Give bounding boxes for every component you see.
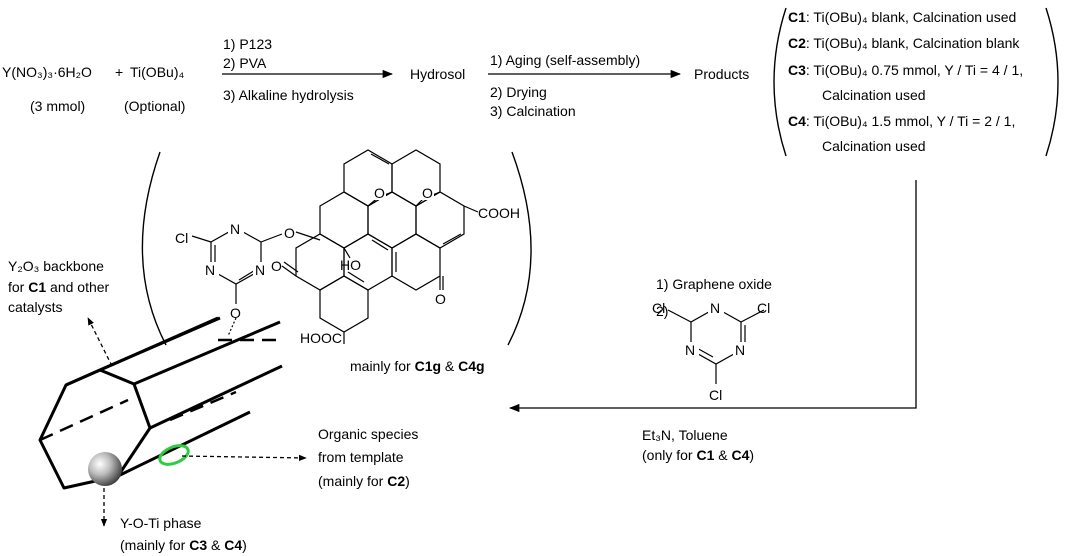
step2-condition-1: 1) Aging (self-assembly) [490,52,641,68]
svg-text:N: N [230,221,240,237]
step1-reagent-1: 1) P123 [223,36,273,52]
hexagonal-channel [38,316,283,490]
svg-text:Cl: Cl [652,300,665,316]
y-o-ti-sphere [88,452,122,486]
annotation-backbone-line2: for C1 and other [8,279,110,295]
annotation-organic-line3: (mainly for C2) [318,473,410,489]
reactant-yttrium-nitrate: Y(NO₃)₃·6H₂O [2,64,92,80]
products-label: Products [694,66,750,82]
svg-text:N: N [735,342,745,358]
titanium-optional-note: (Optional) [124,98,186,114]
svg-text:O: O [271,258,282,274]
svg-text:N: N [685,342,695,358]
svg-text:N: N [205,262,215,278]
step2-condition-2: 2) Drying [490,84,547,100]
triazine-linker-labels: N N N Cl O O [175,221,295,321]
annotation-backbone-line3: catalysts [8,299,63,315]
plus-sign: + [115,64,124,80]
svg-text:O: O [435,291,446,307]
product-c3-continued: Calcination used [822,87,926,103]
reactant-titanium-butoxide: Ti(OBu)₄ [130,64,185,80]
molecule-usage-note: mainly for C1g & C4g [350,358,485,374]
step3-reagent-1: 1) Graphene oxide [656,276,772,292]
molecule-bracket-left [141,151,167,346]
intermediate-hydrosol: Hydrosol [410,66,466,82]
molecule-bracket-right [507,151,532,346]
cyanuric-chloride-labels: N N N Cl Cl Cl [652,300,770,403]
svg-text:N: N [255,262,265,278]
svg-text:HO: HO [340,257,361,273]
step1-reagent-3: 3) Alkaline hydrolysis [223,87,354,103]
step3-condition-1: Et₃N, Toluene [642,427,728,443]
cyanuric-chloride-structure [667,307,765,384]
step1-reagent-2: 2) PVA [223,55,267,71]
annotation-yoti-line2: (mainly for C3 & C4) [120,537,247,553]
step3-reagent-2: 2) [656,303,669,319]
step3-condition-2: (only for C1 & C4) [642,447,755,463]
annotation-organic-line2: from template [318,449,404,465]
svg-text:O: O [374,185,385,201]
graphene-oxide-labels: O O COOH O O HO HOOC [271,185,520,346]
product-bracket-right [1045,7,1059,157]
yttrium-amount: (3 mmol) [30,98,86,114]
product-c3: C3: Ti(OBu)₄ 0.75 mmol, Y / Ti = 4 / 1, [788,62,1024,78]
svg-text:COOH: COOH [478,205,520,221]
product-bracket-left [773,7,787,157]
svg-text:Cl: Cl [709,387,722,403]
svg-text:N: N [710,300,720,316]
step2-condition-3: 3) Calcination [490,103,576,119]
annotation-organic-line1: Organic species [318,426,419,442]
product-c4: C4: Ti(OBu)₄ 1.5 mmol, Y / Ti = 2 / 1, [788,113,1016,129]
svg-text:Cl: Cl [757,300,770,316]
svg-text:Cl: Cl [175,230,188,246]
arrow-step3 [508,180,917,413]
organic-species-ellipse [158,444,190,466]
annotation-backbone-line1: Y₂O₃ backbone [8,258,104,274]
arrow-backbone-annotation [87,317,113,367]
arrow-organic-annotation [181,454,307,462]
annotation-yoti-line1: Y-O-Ti phase [120,515,202,531]
product-c4-continued: Calcination used [822,138,926,154]
svg-text:O: O [284,225,295,241]
svg-text:O: O [422,185,433,201]
hexagonal-channel-hidden-edges [39,338,276,442]
graphene-oxide-structure [281,149,479,344]
product-c1: C1: Ti(OBu)₄ blank, Calcination used [788,9,1017,25]
product-c2: C2: Ti(OBu)₄ blank, Calcination blank [788,35,1020,51]
svg-text:O: O [230,305,241,321]
svg-text:HOOC: HOOC [300,330,342,346]
